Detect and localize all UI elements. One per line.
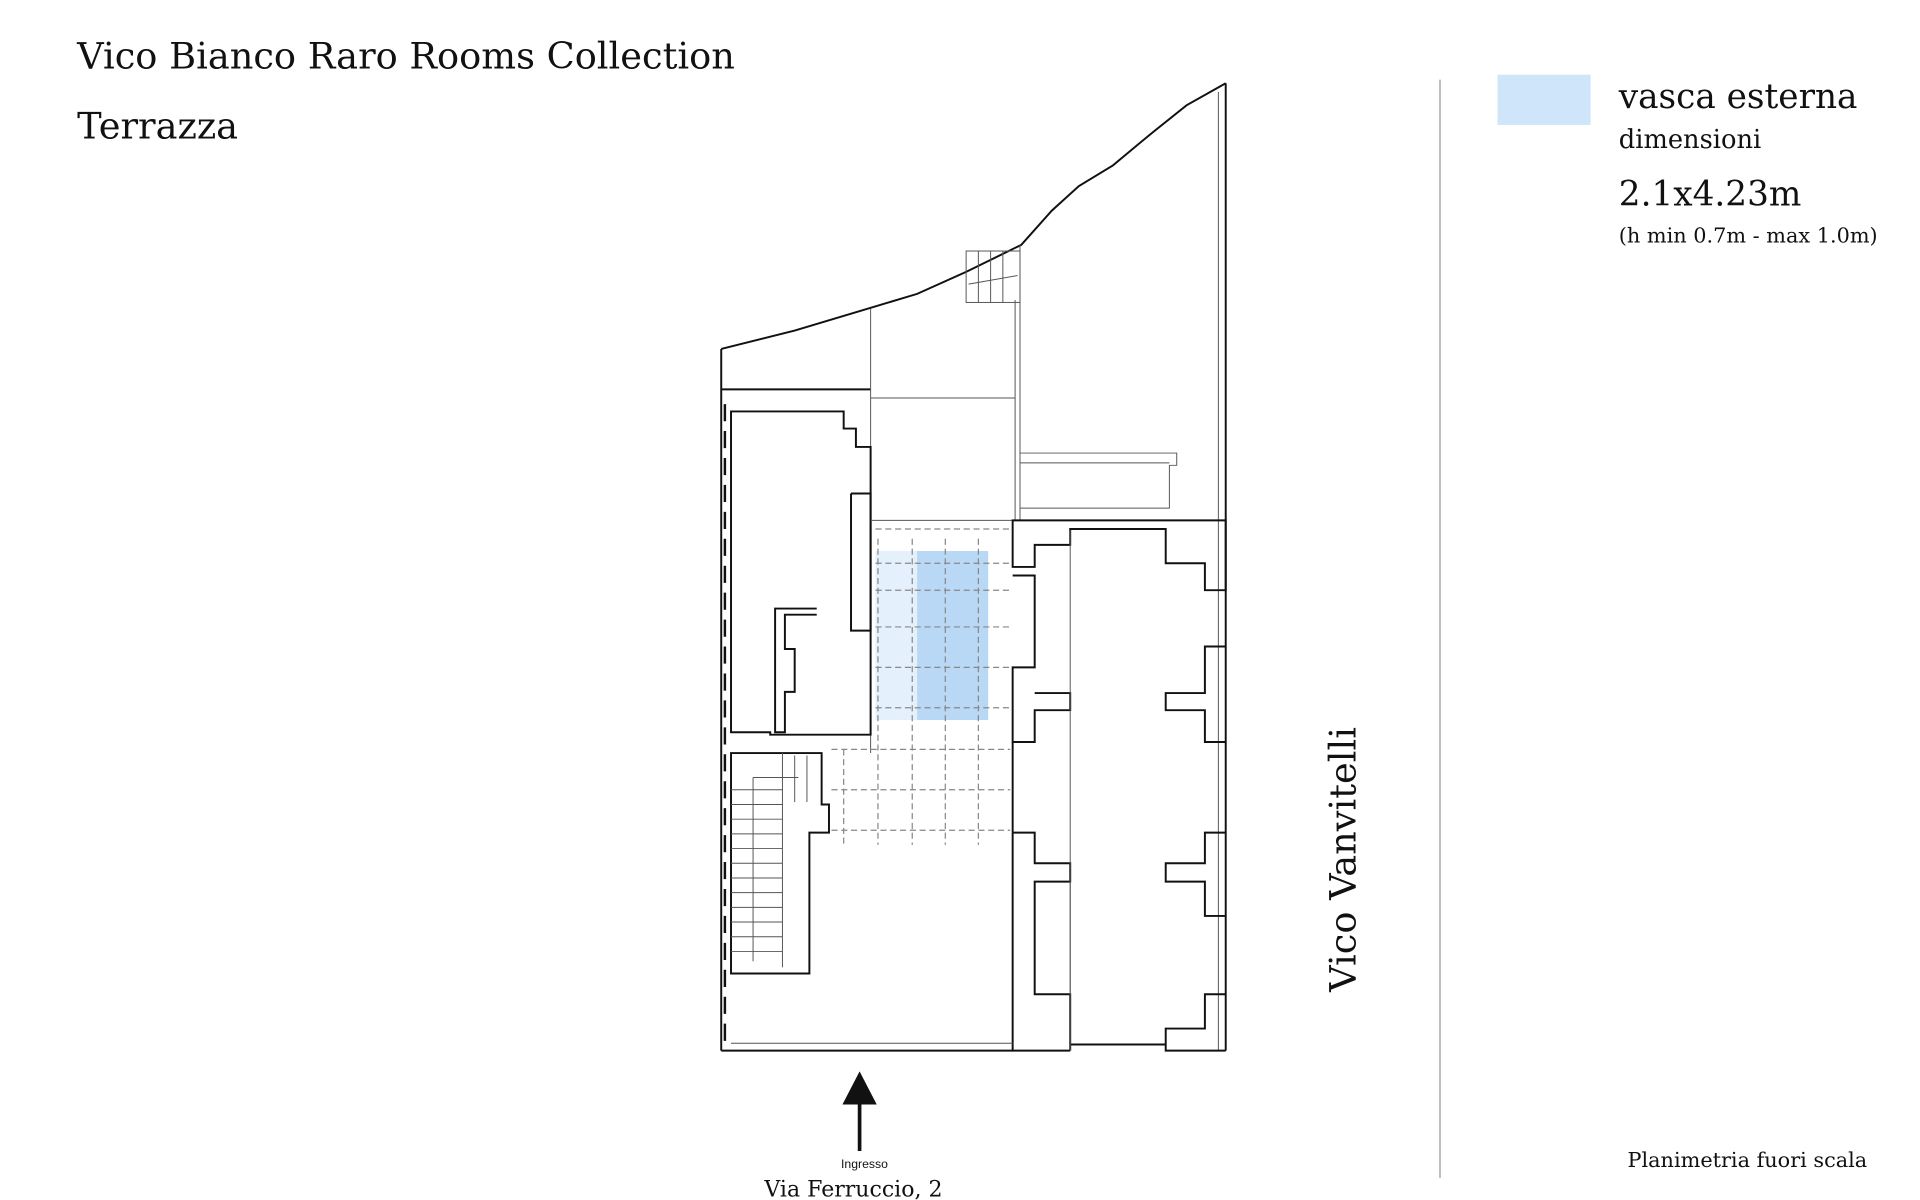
plan-title: Vico Bianco Raro Rooms Collection <box>76 35 735 78</box>
pool-shallow <box>875 551 923 720</box>
legend-swatch <box>1497 74 1591 125</box>
legend-height-note: (h min 0.7m - max 1.0m) <box>1619 223 1878 247</box>
pergola-grid <box>831 528 1011 845</box>
legend-label: vasca esterna <box>1618 77 1858 117</box>
entrance-arrow-icon <box>842 1071 877 1152</box>
plan-drawing <box>720 82 1227 1052</box>
scale-note: Planimetria fuori scala <box>1628 1148 1868 1172</box>
legend-dimensions-label: dimensioni <box>1619 125 1761 155</box>
entrance-street: Via Ferruccio, 2 <box>763 1177 942 1200</box>
outdoor-pool <box>917 551 989 720</box>
entrance-label: Ingresso <box>841 1157 888 1171</box>
street-label-vico-vanvitelli: Vico Vanvitelli <box>1322 727 1365 993</box>
terrace-edge <box>720 82 1227 350</box>
legend-dimensions-value: 2.1x4.23m <box>1619 175 1802 215</box>
plan-subtitle: Terrazza <box>77 104 238 147</box>
